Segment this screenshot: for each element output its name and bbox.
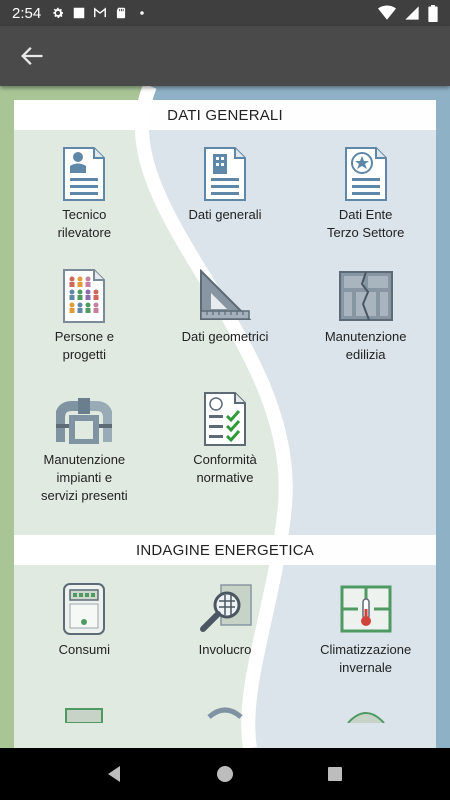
gmail-icon [94,7,107,18]
menu-item-label: Manutenzione impianti e servizi presenti [40,452,128,503]
menu-item-label: Climatizzazione invernale [320,642,412,675]
dati-generali-grid-row3: Manutenzione impianti e servizi presenti [14,375,436,535]
people-document-icon [63,269,106,323]
recents-square-icon [328,767,342,781]
menu-item-conformita-normative[interactable]: Conformità normative [155,375,296,535]
battery-icon [428,4,438,22]
menu-item-dati-ente-terzo-settore[interactable]: Dati Ente Terzo Settore [295,130,436,252]
menu-item-climatizzazione-invernale[interactable]: Climatizzazione invernale [295,565,436,677]
arrow-back-icon [21,47,43,65]
magnifier-wall-icon [199,584,252,632]
menu-item-label: Manutenzione edilizia [324,329,407,362]
menu-item-dati-geometrici[interactable]: Dati geometrici [155,252,296,375]
menu-item-consumi[interactable]: Consumi [14,565,155,677]
status-bar: 2:54 [0,0,450,26]
wifi-icon [378,5,396,20]
menu-item-dati-generali[interactable]: Dati generali [155,130,296,252]
nav-home-button[interactable] [205,754,245,794]
menu-item-persone-e-progetti[interactable]: Persone e progetti [14,252,155,375]
square-notification-icon [73,7,85,19]
status-system-icons [378,4,438,22]
menu-item-manutenzione-edilizia[interactable]: Manutenzione edilizia [295,252,436,375]
set-square-ruler-icon [199,269,252,320]
menu-item-partial-3[interactable] [295,703,436,723]
menu-item-label: Tecnico rilevatore [57,207,112,240]
floorplan-thermometer-icon [340,585,392,633]
back-triangle-icon [108,766,120,782]
indagine-energetica-grid-row2-partial [14,677,436,723]
menu-item-partial-2[interactable] [155,703,296,723]
section-header-indagine-energetica: INDAGINE ENERGETICA [14,535,436,565]
partial-icon [65,708,104,723]
pipes-icon [56,398,113,444]
menu-item-label: Consumi [58,642,110,657]
menu-item-partial-1[interactable] [14,703,155,723]
meter-icon [63,583,106,635]
indagine-energetica-grid: Consumi Involuc [14,565,436,677]
menu-item-label: Dati generali [188,207,262,222]
menu-panel: DATI GENERALI Tecnic [14,100,436,748]
menu-item-label: Dati geometrici [181,329,269,344]
gear-icon [53,7,64,19]
dati-generali-grid: Tecnico rilevatore [14,130,436,252]
app-bar [0,26,450,86]
building-document-icon [203,147,246,201]
content-area[interactable]: DATI GENERALI Tecnic [0,86,450,748]
checklist-document-icon [203,392,246,446]
emblem-document-icon [344,147,387,201]
partial-icon [207,707,243,719]
navigation-bar [0,748,450,800]
cracked-wall-icon [338,271,393,321]
menu-item-label: Involucro [198,642,252,657]
section-header-dati-generali: DATI GENERALI [14,100,436,130]
dati-generali-grid-row2: Persone e progetti [14,252,436,375]
menu-item-label: Persone e progetti [54,329,114,362]
menu-item-label: Conformità normative [193,452,257,485]
nav-recents-button[interactable] [315,754,355,794]
back-button[interactable] [16,40,48,72]
dot-icon [140,11,144,15]
menu-item-manutenzione-impianti[interactable]: Manutenzione impianti e servizi presenti [14,375,155,535]
signal-icon [405,6,419,20]
menu-item-tecnico-rilevatore[interactable]: Tecnico rilevatore [14,130,155,252]
home-circle-icon [217,766,233,782]
status-notifications [51,6,149,20]
technician-document-icon [63,147,106,201]
menu-item-involucro[interactable]: Involucro [155,565,296,677]
empty-grid-cell [295,375,436,535]
nav-back-button[interactable] [95,754,135,794]
sd-card-icon [117,7,126,19]
menu-item-label: Dati Ente Terzo Settore [327,207,405,240]
partial-icon [346,712,385,723]
status-time: 2:54 [12,4,42,22]
